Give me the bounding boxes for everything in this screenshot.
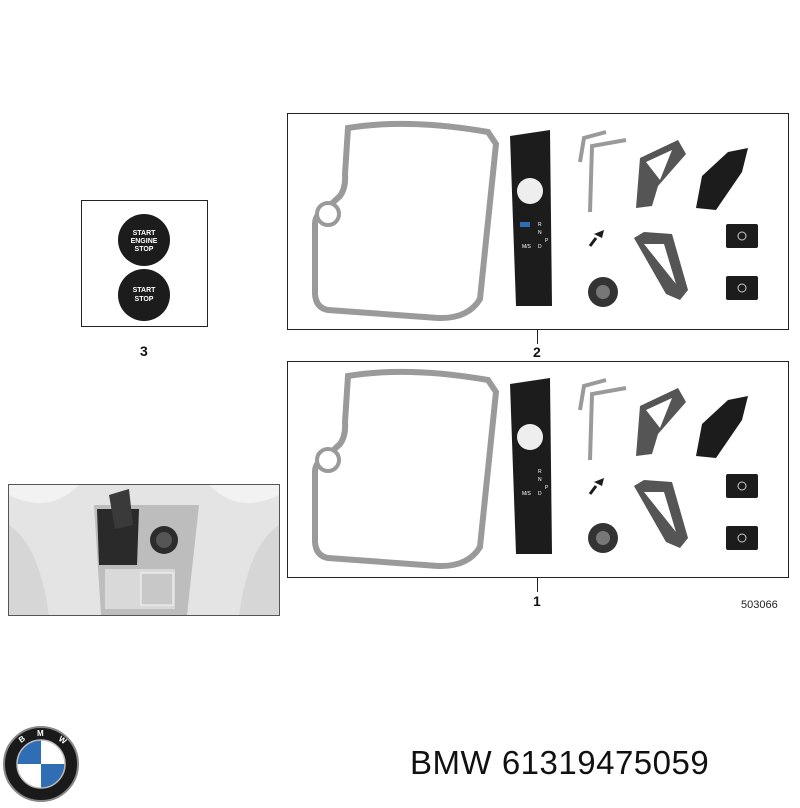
parking-icon	[737, 481, 747, 491]
parking-icon	[737, 283, 747, 293]
logo-letter-b: B	[17, 734, 27, 745]
switch-part	[726, 224, 758, 248]
trim-strip	[588, 138, 627, 213]
gear-d-label: D	[538, 244, 542, 250]
shifter-panel	[510, 378, 552, 554]
start-stop-buttons-illustration: START ENGINE STOP START STOP	[118, 214, 170, 321]
frame-hole	[315, 447, 341, 473]
panel-start-stop-buttons: START ENGINE STOP START STOP	[81, 200, 208, 327]
gear-ms-label: M/S	[522, 491, 532, 497]
trim-set-2-illustration: R N P M/S D	[312, 120, 758, 322]
gear-p-label: P	[545, 238, 549, 244]
logo-letter-m: M	[37, 729, 44, 738]
bracket-cutout	[646, 398, 672, 428]
trim-frame	[312, 368, 500, 570]
cover-part	[696, 148, 748, 210]
interior-photo	[8, 484, 280, 616]
gear-p-label: P	[545, 485, 549, 491]
leader-line-1	[537, 578, 539, 592]
screw-shaft	[588, 485, 598, 495]
panel-trim-set-2: R N P M/S D	[287, 113, 789, 330]
panel-trim-set-1: R N P M/S D	[287, 361, 789, 578]
frame-hole	[315, 201, 341, 227]
screw-shaft	[588, 237, 598, 247]
button-label-line: STOP	[135, 246, 154, 253]
ring-center	[596, 531, 610, 545]
bracket-cutout	[644, 492, 676, 532]
screw-icon	[594, 230, 604, 238]
gear-n-label: N	[538, 230, 542, 236]
logo-letter-w: W	[57, 734, 69, 746]
bmw-roundel-icon: B M W	[3, 726, 79, 802]
parking-icon	[737, 533, 747, 543]
sport-badge-icon	[520, 222, 530, 227]
center-console-image	[9, 485, 279, 615]
shifter-opening	[517, 178, 543, 204]
trim-strip	[588, 386, 627, 461]
trim-strip	[578, 130, 607, 163]
gear-d-label: D	[538, 491, 542, 497]
shifter-panel	[510, 130, 552, 306]
gear-n-label: N	[538, 477, 542, 483]
start-engine-stop-button	[118, 214, 170, 266]
callout-2: 2	[533, 344, 541, 360]
start-stop-button	[118, 269, 170, 321]
bmw-logo: B M W	[2, 725, 82, 805]
cover-part	[696, 396, 748, 458]
brand-part-number: BMW 61319475059	[410, 744, 709, 782]
button-label-line: ENGINE	[131, 238, 158, 245]
gear-r-label: R	[538, 222, 542, 228]
bracket-part	[634, 232, 688, 300]
trim-frame	[312, 120, 500, 322]
parking-icon	[737, 231, 747, 241]
trim-set-1-illustration: R N P M/S D	[312, 368, 758, 570]
gear-r-label: R	[538, 469, 542, 475]
screw-icon	[594, 478, 604, 486]
switch-part	[726, 474, 758, 498]
callout-3: 3	[140, 343, 148, 359]
bracket-cutout	[644, 244, 676, 284]
shifter-opening	[517, 424, 543, 450]
button-label-line: START	[133, 287, 157, 294]
switch-part	[726, 526, 758, 550]
bracket-cutout	[646, 150, 672, 180]
diagram-reference-number: 503066	[741, 599, 778, 611]
switch-part	[726, 276, 758, 300]
bracket-part	[634, 480, 688, 548]
gear-ms-label: M/S	[522, 244, 532, 250]
ring-center	[596, 285, 610, 299]
leader-line-2	[537, 330, 539, 344]
trim-strip	[578, 378, 607, 411]
button-label-line: START	[133, 230, 157, 237]
button-label-line: STOP	[135, 296, 154, 303]
brand-name: BMW	[410, 744, 493, 781]
callout-1: 1	[533, 593, 541, 609]
part-number: 61319475059	[501, 744, 710, 781]
